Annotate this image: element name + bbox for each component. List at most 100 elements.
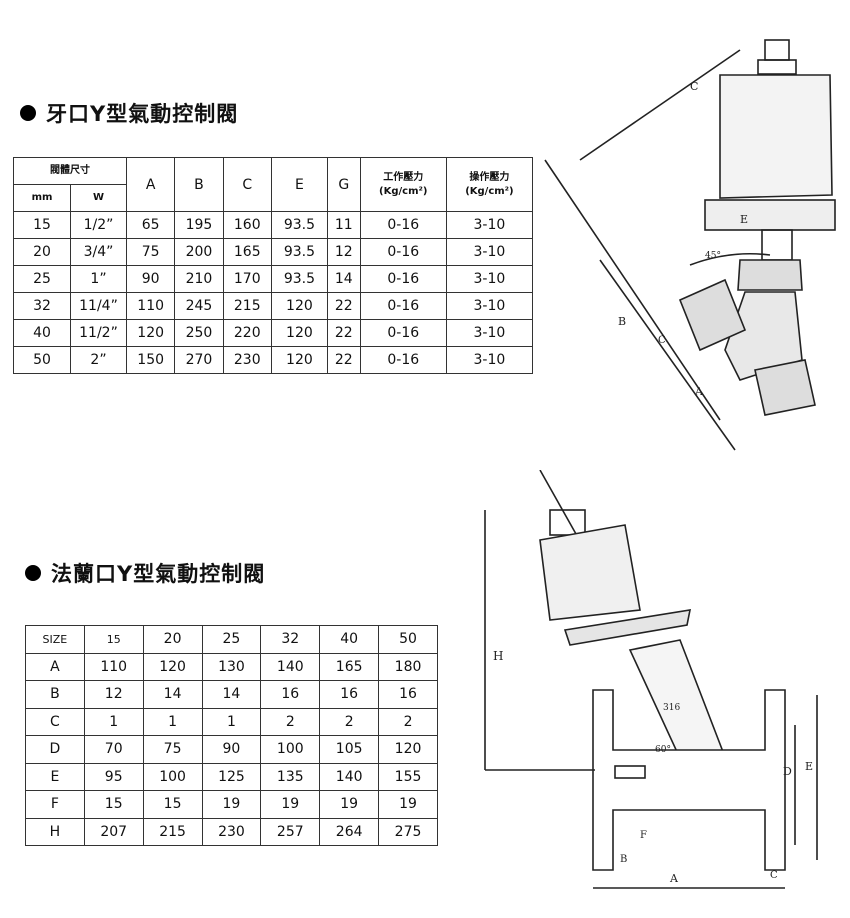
table-cell: 215 (142, 817, 203, 846)
table-cell: 14 (201, 680, 262, 709)
table-cell: 3-10 (445, 346, 534, 374)
table-cell: 2 (260, 707, 321, 736)
table-cell: 3-10 (445, 238, 534, 266)
table-cell: 15 (13, 211, 71, 239)
table-cell: 0-16 (359, 238, 447, 266)
table-cell: 15 (142, 790, 203, 819)
label-a: A (694, 385, 704, 398)
table-cell: 0-16 (359, 319, 447, 347)
table-cell: 2 (319, 707, 380, 736)
table-cell: 22 (326, 319, 361, 347)
table-cell: 32 (260, 625, 321, 654)
top-cap (764, 39, 790, 61)
table-cell: 20 (142, 625, 203, 654)
threaded-valve-diagram: C E 45° B C A (544, 39, 836, 451)
table-cell: 215 (222, 292, 272, 320)
table-cell: 1 (83, 707, 144, 736)
unit: (Kg/cm²) (379, 185, 428, 197)
table-cell: 110 (83, 652, 144, 681)
threaded-valve-table: 閥體尺寸 A B C E G 工作壓力(Kg/cm²) 操作壓力(Kg/cm²)… (13, 157, 534, 374)
table-cell: 95 (83, 762, 144, 791)
table-cell: 19 (378, 790, 438, 819)
table-cell: 2 (378, 707, 438, 736)
table-cell: 264 (319, 817, 380, 846)
table-cell: 14 (326, 265, 361, 293)
table-cell: 105 (319, 735, 380, 764)
table-cell: 125 (201, 762, 262, 791)
table-cell: 1 (142, 707, 203, 736)
table-cell: 19 (201, 790, 262, 819)
table-cell: 75 (125, 238, 176, 266)
table-cell: 90 (125, 265, 176, 293)
actuator-body (719, 74, 833, 199)
table-cell: 25 (13, 265, 71, 293)
table-cell: 70 (83, 735, 144, 764)
table-cell: 40 (13, 319, 71, 347)
table-cell: 120 (270, 346, 328, 374)
unit: (Kg/cm²) (465, 185, 514, 197)
row-header: C (25, 707, 85, 736)
row-header: F (25, 790, 85, 819)
table-cell: 0-16 (359, 346, 447, 374)
row-header: D (25, 735, 85, 764)
table-cell: 16 (378, 680, 438, 709)
table-cell: 110 (125, 292, 176, 320)
flanged-valve-diagram: H 316 60° D E F B A C (484, 470, 818, 889)
table-cell: 0-16 (359, 292, 447, 320)
header-g: G (326, 157, 361, 212)
label: 操作壓力 (469, 171, 510, 183)
table-cell: 1/2” (70, 211, 127, 239)
table-cell: 155 (378, 762, 438, 791)
label: 工作壓力 (383, 171, 424, 183)
label-d: D (783, 765, 792, 778)
table-cell: 275 (378, 817, 438, 846)
row-header: E (25, 762, 85, 791)
table-cell: 120 (142, 652, 203, 681)
label-e: E (740, 213, 748, 226)
table-cell: 207 (83, 817, 144, 846)
table-cell: 140 (319, 762, 380, 791)
table-cell: 120 (125, 319, 176, 347)
table-cell: 245 (174, 292, 224, 320)
table-cell: 210 (174, 265, 224, 293)
row-header: B (25, 680, 85, 709)
table-cell: 22 (326, 346, 361, 374)
header-a: A (125, 157, 176, 212)
label-b: B (620, 854, 627, 865)
table-cell: 11/4” (70, 292, 127, 320)
header-valve-size: 閥體尺寸 (13, 157, 127, 185)
table-cell: 19 (319, 790, 380, 819)
section-title-threaded: 牙口Y型氣動控制閥 (20, 98, 238, 128)
header-operating-pressure: 操作壓力 (Kg/cm²) (445, 157, 534, 212)
table-cell: 195 (174, 211, 224, 239)
table-cell: 120 (270, 319, 328, 347)
row-header: A (25, 652, 85, 681)
table-cell: 160 (222, 211, 272, 239)
table-cell: 2” (70, 346, 127, 374)
table-cell: 230 (201, 817, 262, 846)
table-cell: 270 (174, 346, 224, 374)
table-cell: 40 (319, 625, 380, 654)
table-cell: 150 (125, 346, 176, 374)
table-cell: 65 (125, 211, 176, 239)
table-cell: 93.5 (270, 211, 328, 239)
table-cell: 165 (222, 238, 272, 266)
label-b: B (618, 315, 626, 328)
table-cell: 75 (142, 735, 203, 764)
table-cell: 90 (201, 735, 262, 764)
label-c: C (770, 870, 778, 881)
table-cell: 16 (319, 680, 380, 709)
table-cell: 135 (260, 762, 321, 791)
table-cell: 200 (174, 238, 224, 266)
table-cell: 100 (142, 762, 203, 791)
table-cell: 11 (326, 211, 361, 239)
table-cell: 165 (319, 652, 380, 681)
